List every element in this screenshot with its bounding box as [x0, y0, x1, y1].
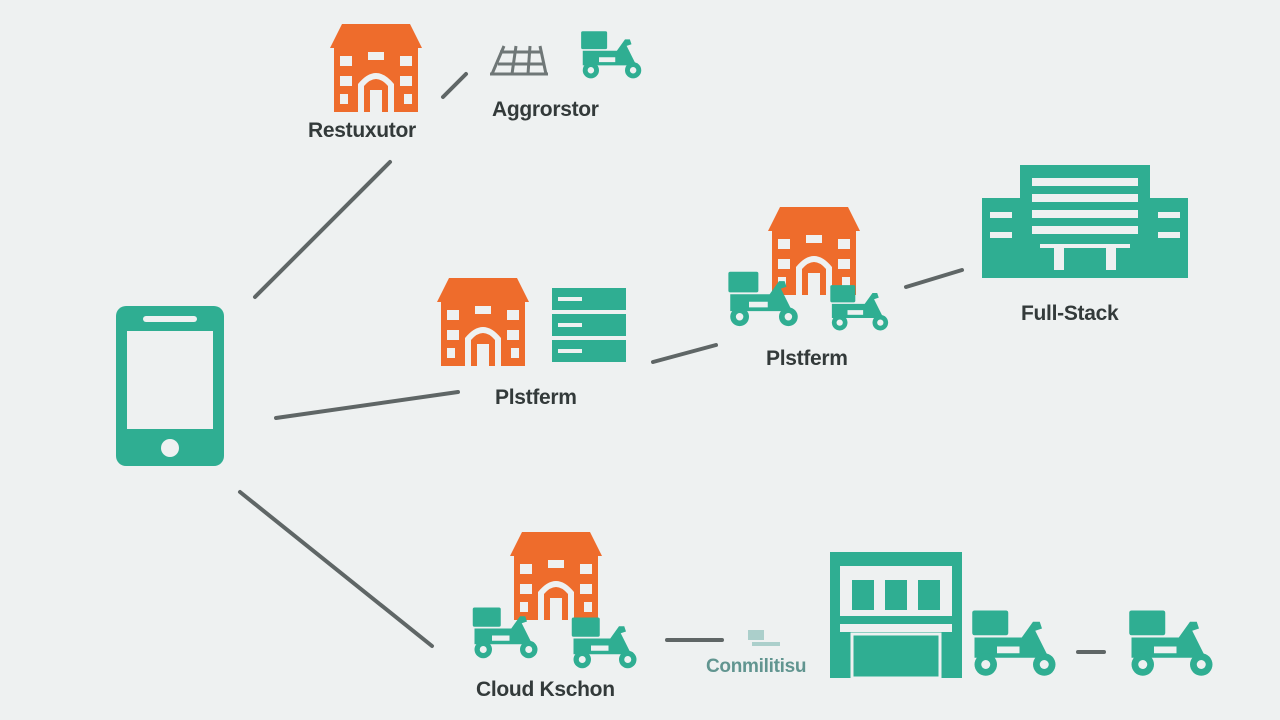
- restaurant-building-icon: [510, 532, 602, 620]
- barrier-icon: [748, 630, 780, 646]
- connector-line-aggregator: [441, 72, 468, 99]
- restaurant-building-icon: [437, 278, 529, 366]
- smartphone-icon: [116, 306, 224, 466]
- delivery-scooter-icon: [830, 285, 889, 331]
- connector-line-restaurant: [253, 160, 392, 299]
- restaurant-building-icon: [330, 24, 422, 112]
- label-platform-right: Plstferm: [766, 347, 848, 370]
- label-full-stack: Full-Stack: [1021, 302, 1119, 325]
- connector-line-platform: [274, 390, 460, 420]
- delivery-scooter-icon: [581, 31, 642, 79]
- label-cloud-kitchen: Cloud Kschon: [476, 678, 615, 701]
- label-aggregator: Aggrorstor: [492, 98, 599, 121]
- server-rack-icon: [552, 288, 626, 362]
- connector-line-full-stack: [904, 268, 964, 289]
- label-cloud-hub: Conmilitisu: [706, 656, 807, 677]
- label-platform: Plstferm: [495, 386, 577, 409]
- delivery-scooter-icon: [972, 610, 1056, 676]
- full-stack-building-icon: [982, 165, 1188, 278]
- barrier-icon: [490, 45, 548, 76]
- connector-line-cloud-kitchen: [238, 490, 434, 648]
- kitchen-warehouse-icon: [830, 552, 962, 680]
- label-restaurant: Restuxutor: [308, 119, 416, 142]
- delivery-scooter-icon: [1129, 610, 1213, 676]
- connector-lines: [238, 72, 1106, 654]
- connector-line-platform-right: [651, 343, 718, 364]
- delivery-scooter-icon: [571, 617, 637, 669]
